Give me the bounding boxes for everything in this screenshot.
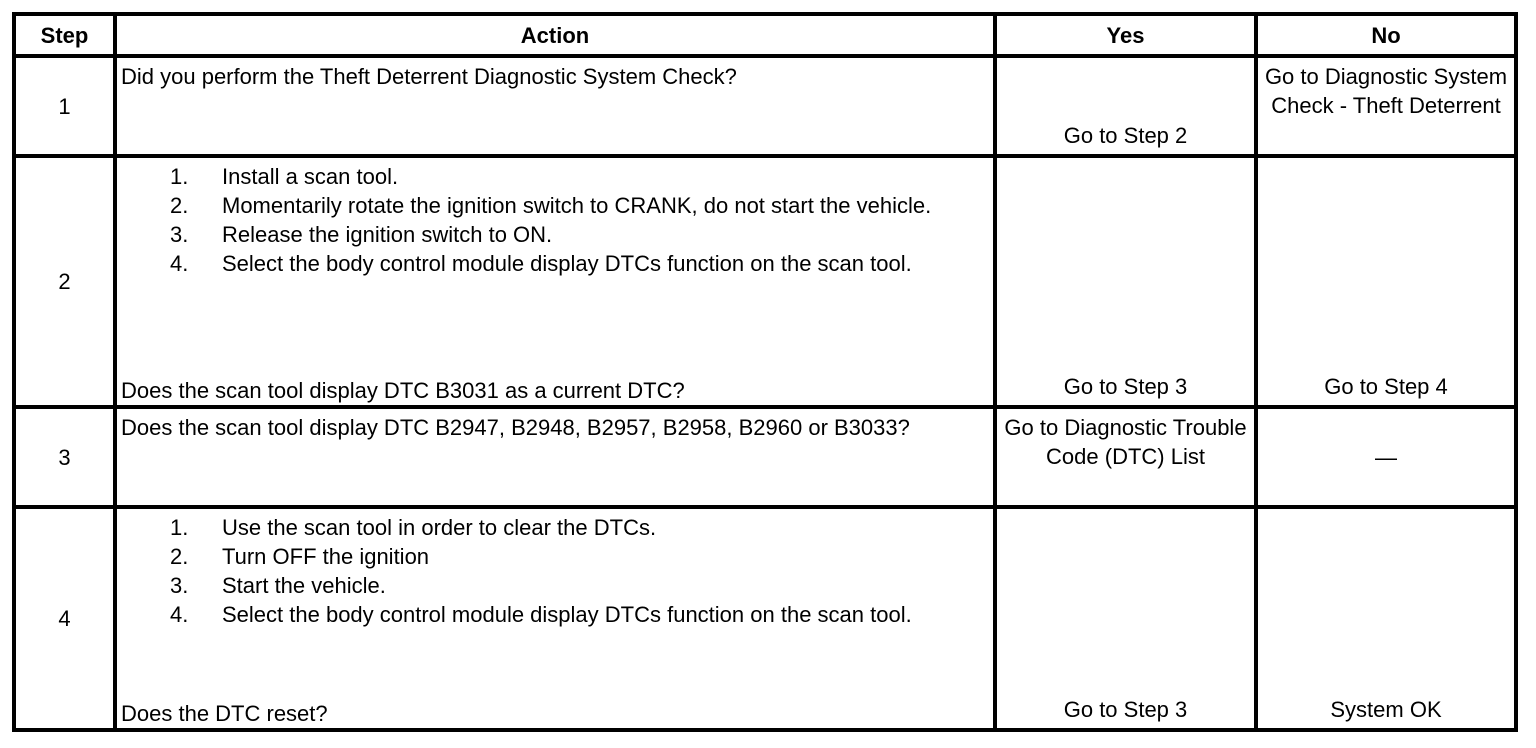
list-item: 2.Turn OFF the ignition	[170, 544, 430, 570]
header-step: Step	[16, 16, 113, 54]
list-item: 3.Start the vehicle.	[170, 573, 386, 599]
no-cell: Go to Diagnostic System Check - Theft De…	[1258, 58, 1514, 155]
no-cell: —	[1258, 409, 1514, 506]
no-cell: System OK	[1258, 509, 1514, 728]
table-row: 2 1.Install a scan tool. 2.Momentarily r…	[16, 158, 1514, 406]
list-item: 4.Select the body control module display…	[170, 602, 912, 628]
list-item: 2.Momentarily rotate the ignition switch…	[170, 193, 932, 219]
list-item: 3.Release the ignition switch to ON.	[170, 222, 553, 248]
table-row: 1 Did you perform the Theft Deterrent Di…	[16, 58, 1514, 155]
step-number: 3	[16, 409, 113, 506]
list-item: 1.Use the scan tool in order to clear th…	[170, 515, 657, 541]
table-row: 3 Does the scan tool display DTC B2947, …	[16, 409, 1514, 506]
header-yes: Yes	[997, 16, 1254, 54]
action-question: Does the scan tool display DTC B2947, B2…	[121, 415, 910, 441]
action-question: Does the DTC reset?	[121, 701, 328, 726]
action-cell: Did you perform the Theft Deterrent Diag…	[117, 58, 993, 155]
header-action: Action	[117, 16, 993, 54]
action-cell: 1.Use the scan tool in order to clear th…	[117, 509, 993, 728]
list-item: 4.Select the body control module display…	[170, 251, 912, 277]
yes-cell: Go to Step 3	[997, 158, 1254, 406]
diagnostic-table: Step Action Yes No 1 Did you perform the…	[12, 12, 1518, 732]
no-cell: Go to Step 4	[1258, 158, 1514, 406]
table-row: 4 1.Use the scan tool in order to clear …	[16, 509, 1514, 728]
step-number: 1	[16, 58, 113, 155]
yes-cell: Go to Step 2	[997, 58, 1254, 155]
step-number: 4	[16, 509, 113, 728]
header-row: Step Action Yes No	[16, 16, 1514, 54]
action-question: Does the scan tool display DTC B3031 as …	[121, 378, 685, 404]
action-cell: Does the scan tool display DTC B2947, B2…	[117, 409, 993, 506]
action-question: Did you perform the Theft Deterrent Diag…	[121, 64, 737, 89]
list-item: 1.Install a scan tool.	[170, 164, 399, 190]
header-no: No	[1258, 16, 1514, 54]
instruction-list: 1.Use the scan tool in order to clear th…	[121, 513, 987, 629]
yes-cell: Go to Step 3	[997, 509, 1254, 728]
action-cell: 1.Install a scan tool. 2.Momentarily rot…	[117, 158, 993, 406]
step-number: 2	[16, 158, 113, 406]
yes-cell: Go to Diagnostic Trouble Code (DTC) List	[997, 409, 1254, 506]
instruction-list: 1.Install a scan tool. 2.Momentarily rot…	[121, 162, 987, 278]
